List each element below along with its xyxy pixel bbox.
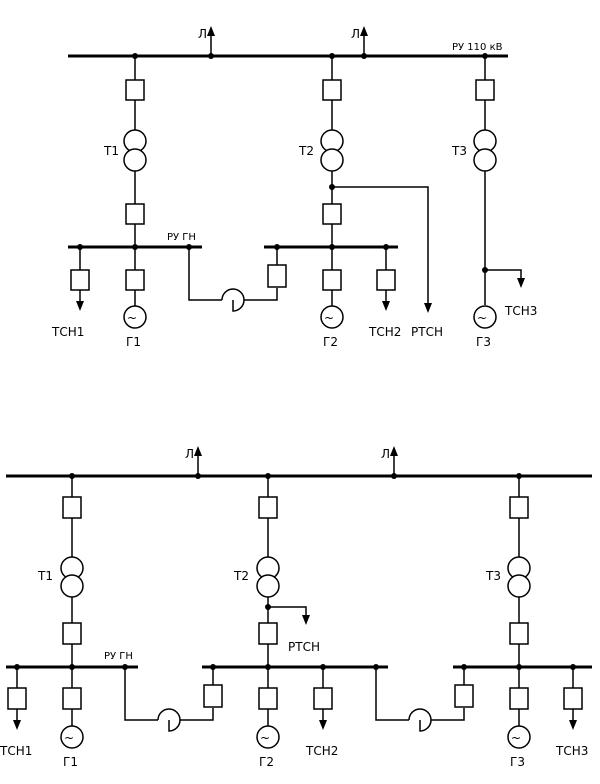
top-line-label-2: Л <box>351 27 360 41</box>
top-line-label-1: Л <box>198 27 207 41</box>
top-t3-label: Т3 <box>451 144 467 158</box>
bottom-branch-t1: Т1 <box>37 473 84 667</box>
bottom-g3-glyph: ~ <box>511 731 521 745</box>
top-generator-g3 <box>473 305 497 329</box>
top-breaker-t2-lv <box>322 203 342 225</box>
top-transformer-t1-winding-2 <box>123 148 147 172</box>
bottom-g3-feeder: ~ Г3 <box>507 667 531 769</box>
bottom-g2-glyph: ~ <box>260 731 270 745</box>
top-g2-label: Г2 <box>323 335 338 349</box>
top-g3-label: Г3 <box>476 335 491 349</box>
bottom-g1-feeder: ~ Г1 <box>60 667 84 769</box>
top-g2-feeder: ~ Г2 <box>320 247 344 349</box>
bottom-t2-label: Т2 <box>233 569 249 583</box>
top-breaker-t2-hv <box>322 79 342 101</box>
top-g2-glyph: ~ <box>324 311 334 325</box>
bottom-line-label-2: Л <box>381 447 390 461</box>
bottom-g2-label: Г2 <box>259 755 274 769</box>
top-diagram: РУ 110 кВ Л Л Т1 <box>51 26 537 349</box>
top-tsn2-feeder: ТСН2 <box>368 247 401 339</box>
top-t2-label: Т2 <box>298 144 314 158</box>
top-g1-glyph: ~ <box>127 311 137 325</box>
bottom-rtsn-feeder <box>268 606 307 617</box>
top-line-outlet-1: Л <box>198 26 215 59</box>
top-tsn1-label: ТСН1 <box>51 325 84 339</box>
top-branch-t1: Т1 <box>103 53 147 247</box>
bottom-g1-glyph: ~ <box>64 731 74 745</box>
top-breaker-t1-hv <box>125 79 145 101</box>
bottom-g2-feeder: ~ Г2 <box>256 667 280 769</box>
top-reactor-link <box>188 247 222 301</box>
top-rtsn-label: РТСН <box>411 325 443 339</box>
top-branch-t3: Т3 ТСН3 ~ Г3 <box>451 53 537 349</box>
top-tsn3-feeder <box>485 269 522 280</box>
bottom-reactor-1 <box>157 708 181 732</box>
top-g1-feeder: ~ Г1 <box>123 247 147 349</box>
top-line-outlet-2: Л <box>351 26 368 59</box>
top-breaker-t3-hv <box>475 79 495 101</box>
bottom-rtsn-label: РТСН <box>288 640 320 654</box>
bottom-gn-label: РУ ГН <box>104 651 133 662</box>
bottom-branch-t2: Т2 РТСН <box>233 473 320 667</box>
top-bus-label: РУ 110 кВ <box>452 42 503 53</box>
bottom-tsn1-feeder: ТСН1 <box>0 667 32 758</box>
top-tsn3-label: ТСН3 <box>504 304 537 318</box>
top-g3-glyph: ~ <box>477 311 487 325</box>
top-branch-t2: Т2 РТСН <box>298 53 443 339</box>
bottom-tsn1-label: ТСН1 <box>0 744 32 758</box>
bottom-line-outlet-2: Л <box>381 446 398 479</box>
top-transformer-t3-winding-2 <box>473 148 497 172</box>
bottom-reactor-link-1 <box>124 667 158 721</box>
top-g1-label: Г1 <box>126 335 141 349</box>
bottom-g1-label: Г1 <box>63 755 78 769</box>
bottom-tsn2-label: ТСН2 <box>305 744 338 758</box>
top-t1-label: Т1 <box>103 144 119 158</box>
top-tsn1-feeder: ТСН1 <box>51 247 90 339</box>
top-tsn2-label: ТСН2 <box>368 325 401 339</box>
top-rtsn-feeder <box>332 186 429 305</box>
top-generator-g1 <box>123 305 147 329</box>
bottom-line-outlet-1: Л <box>185 446 202 479</box>
bottom-tsn2-feeder: ТСН2 <box>305 667 338 758</box>
bottom-t1-label: Т1 <box>37 569 53 583</box>
top-reactor <box>221 288 245 312</box>
bottom-tsn3-label: ТСН3 <box>555 744 588 758</box>
bottom-reactor-link-2 <box>375 667 409 721</box>
bottom-branch-t3: Т3 <box>485 473 531 667</box>
bottom-diagram: Л Л Т1 Т2 <box>0 446 592 769</box>
bottom-tsn3-feeder: ТСН3 <box>555 667 588 758</box>
bottom-g3-label: Г3 <box>510 755 525 769</box>
top-transformer-t2-winding-2 <box>320 148 344 172</box>
bottom-t3-label: Т3 <box>485 569 501 583</box>
bottom-reactor-2 <box>408 708 432 732</box>
top-generator-g2 <box>320 305 344 329</box>
top-breaker-t1-lv <box>125 203 145 225</box>
bottom-line-label-1: Л <box>185 447 194 461</box>
top-gn-label: РУ ГН <box>167 232 196 243</box>
